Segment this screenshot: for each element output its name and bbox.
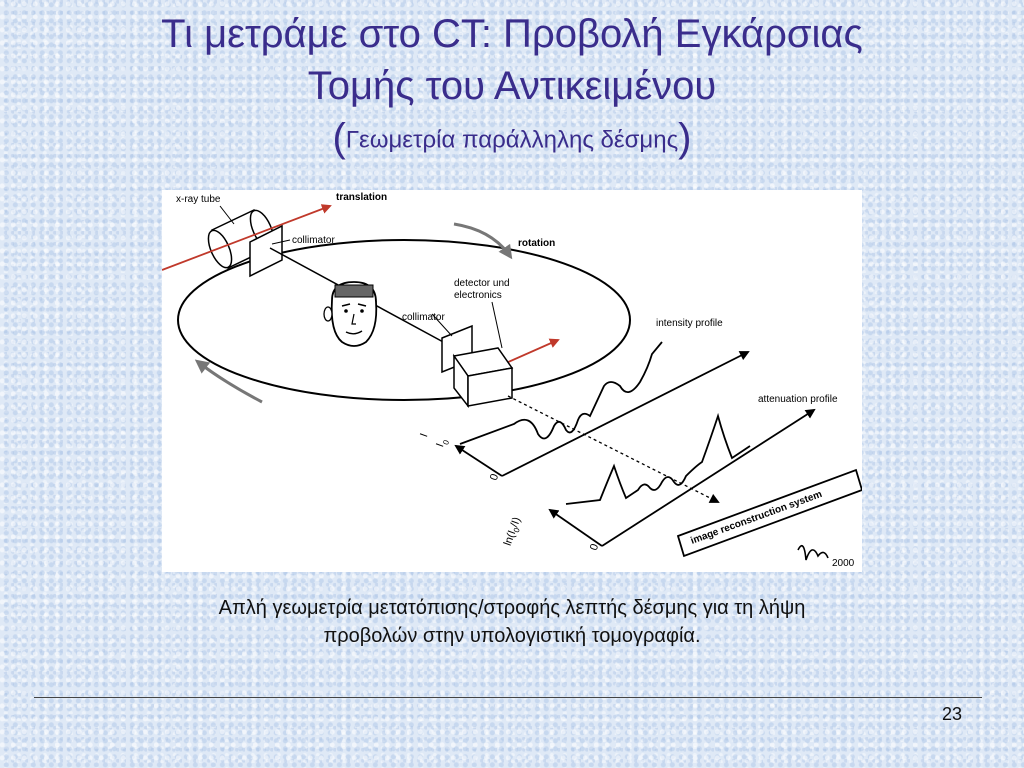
label-collimator-top: collimator — [292, 235, 335, 246]
page-number: 23 — [941, 704, 962, 724]
title-subtitle-line: (Γεωμετρία παράλληλης δέσμης) — [0, 112, 1024, 166]
label-zero-lower: 0 — [588, 542, 601, 552]
label-axis-i: I — [418, 432, 430, 439]
footer-divider — [34, 697, 982, 698]
attenuation-x-axis — [601, 408, 816, 547]
patient-head — [323, 281, 378, 347]
title-line-1: Τι μετράμε στο CT: Προβολή Εγκάρσιας — [161, 12, 863, 56]
detector-box — [452, 347, 514, 409]
attenuation-y-axis — [548, 508, 603, 547]
rotation-arrow-top — [453, 222, 513, 260]
caption-line-2: προβολών στην υπολογιστική τομογραφία. — [323, 625, 701, 647]
top-collimator — [249, 224, 283, 278]
label-axis-ln-text: ln(I0/I) — [502, 516, 525, 549]
label-reconstruction: image reconstruction system — [689, 489, 823, 547]
reconstruction-box — [676, 468, 862, 558]
attenuation-profile-curve — [565, 412, 751, 505]
data-path-dashed — [507, 395, 720, 503]
rotation-arrow-bottom — [194, 359, 263, 404]
caption-line-1: Απλή γεωμετρία μετατόπισης/στροφής λεπτή… — [218, 597, 806, 619]
label-detector-1: detector und — [454, 278, 510, 289]
intensity-x-axis — [501, 351, 750, 477]
slide-title: Τι μετράμε στο CT: Προβολή Εγκάρσιας Τομ… — [0, 8, 1024, 166]
label-translation: translation — [336, 192, 387, 203]
signature-mark — [797, 544, 829, 561]
label-detector-2: electronics — [454, 290, 502, 301]
intensity-profile-curve — [459, 341, 663, 445]
subtitle-open-paren: ( — [332, 116, 346, 160]
translation-arrow-top — [162, 204, 332, 271]
label-axis-ln-sub: 0 — [512, 526, 522, 534]
collimator-bottom-leader — [431, 313, 453, 337]
label-intensity-profile: intensity profile — [656, 318, 723, 329]
figure-caption: Απλή γεωμετρία μετατόπισης/στροφής λεπτή… — [60, 594, 964, 650]
label-axis-i0-sub: 0 — [441, 438, 451, 446]
label-collimator-bottom: collimator — [402, 312, 445, 323]
label-xray-tube: x-ray tube — [176, 194, 221, 205]
collimator-top-leader — [271, 239, 291, 245]
label-attenuation-profile: attenuation profile — [758, 394, 838, 405]
ct-geometry-figure: x-ray tube translation rotation collimat… — [162, 190, 862, 572]
rotation-ellipse — [177, 239, 631, 401]
label-axis-ln-rest: /I) — [509, 516, 524, 529]
label-axis-i0: I 0 — [434, 438, 451, 449]
title-line-2: Τομής του Αντικειμένου — [307, 64, 717, 108]
label-axis-ln-main: ln(I — [502, 529, 519, 547]
label-axis-ln: ln(I0/I) — [502, 516, 525, 549]
tube-label-leader — [219, 205, 235, 225]
label-signature-year: 2000 — [832, 558, 855, 569]
label-zero-upper: 0 — [488, 472, 501, 482]
subtitle: Γεωμετρία παράλληλης δέσμης — [345, 126, 679, 154]
label-rotation: rotation — [518, 238, 555, 249]
ct-diagram: x-ray tube translation rotation collimat… — [162, 192, 862, 569]
detector-leader — [491, 301, 503, 349]
intensity-y-axis — [454, 444, 503, 477]
subtitle-close-paren: ) — [678, 116, 692, 160]
label-axis-i0-main: I — [434, 442, 446, 449]
